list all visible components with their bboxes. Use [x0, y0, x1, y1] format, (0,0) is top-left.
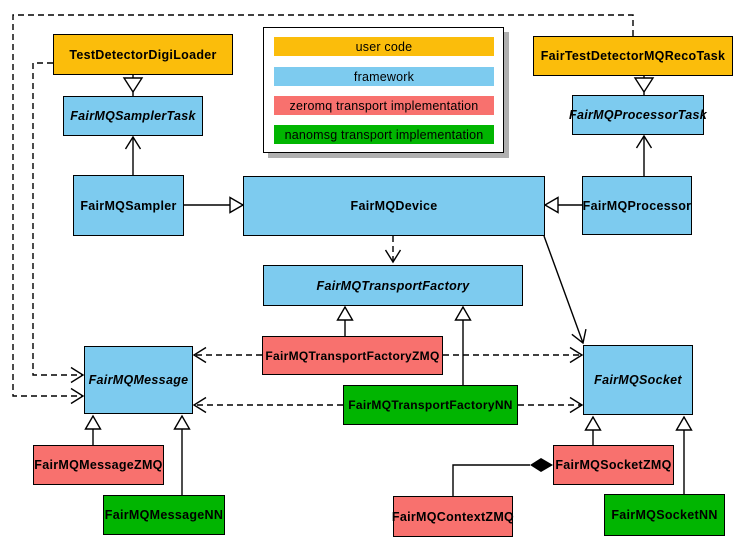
node-fair-mq-message: FairMQMessage — [84, 346, 193, 414]
legend-box: user code framework zeromq transport imp… — [263, 27, 504, 153]
edge-digiloader-message — [32, 62, 85, 384]
node-fair-mq-socket-zmq: FairMQSocketZMQ — [553, 445, 674, 485]
composition-diamond — [530, 458, 553, 472]
legend-swatch-nanomsg: nanomsg transport implementation — [274, 125, 494, 144]
node-test-detector-digi-loader: TestDetectorDigiLoader — [53, 34, 233, 75]
edge-recotask-message — [12, 14, 634, 405]
edge-device-socket — [543, 235, 587, 345]
edge-contextzmq-socketzmq — [452, 464, 530, 496]
node-fair-mq-device: FairMQDevice — [243, 176, 545, 236]
legend-swatch-user-code: user code — [274, 37, 494, 56]
node-fair-mq-message-nn: FairMQMessageNN — [103, 495, 225, 535]
legend-label-nanomsg: nanomsg transport implementation — [284, 127, 484, 142]
node-fair-mq-transport-factory: FairMQTransportFactory — [263, 265, 523, 306]
legend-label-framework: framework — [353, 69, 415, 84]
node-fair-mq-message-zmq: FairMQMessageZMQ — [33, 445, 164, 485]
legend-label-user-code: user code — [355, 39, 413, 54]
legend-swatch-framework: framework — [274, 67, 494, 86]
inheritance-triangle-down-right — [633, 77, 655, 94]
node-fair-mq-transport-factory-nn: FairMQTransportFactoryNN — [343, 385, 518, 425]
node-fair-mq-context-zmq: FairMQContextZMQ — [392, 496, 514, 537]
node-fair-mq-processor-task: FairMQProcessorTask — [569, 95, 707, 135]
inheritance-triangle-down-left — [122, 77, 144, 94]
node-fair-mq-sampler-task: FairMQSamplerTask — [63, 96, 203, 136]
node-fair-mq-sampler: FairMQSampler — [73, 175, 184, 236]
legend-swatch-zeromq: zeromq transport implementation — [274, 96, 494, 115]
legend-label-zeromq: zeromq transport implementation — [289, 98, 479, 113]
node-fair-mq-transport-factory-zmq: FairMQTransportFactoryZMQ — [262, 336, 443, 375]
node-fair-mq-socket: FairMQSocket — [583, 345, 693, 415]
node-fair-test-detector-mq-reco-task: FairTestDetectorMQRecoTask — [533, 36, 733, 76]
node-fair-mq-processor: FairMQProcessor — [582, 176, 692, 235]
node-fair-mq-socket-nn: FairMQSocketNN — [604, 494, 725, 536]
